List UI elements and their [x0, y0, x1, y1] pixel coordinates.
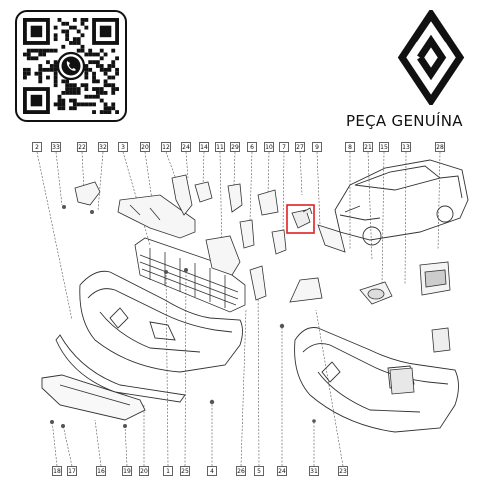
callout-top-21: 21 [363, 142, 373, 152]
callout-label: 14 [200, 144, 208, 151]
upper-bracket [117, 194, 196, 239]
callout-label: 16 [97, 468, 105, 475]
callout-top-27: 27 [295, 142, 305, 152]
callout-label: 31 [310, 468, 318, 475]
callout-bottom-5: 5 [254, 466, 264, 476]
callout-bottom-31: 31 [309, 466, 319, 476]
callout-label: 32 [99, 144, 107, 151]
callout-top-7: 7 [279, 142, 289, 152]
genuine-part-label: PEÇA GENUÍNA [346, 112, 463, 130]
callouts-bottom: 18 17 16 19 20 1 25 4 26 5 24 31 23 [52, 466, 348, 476]
callout-label: 1 [166, 468, 170, 475]
callout-label: 33 [52, 144, 60, 151]
undertray [41, 374, 146, 421]
callout-label: 6 [250, 144, 254, 151]
callout-label: 22 [78, 144, 86, 151]
callout-label: 23 [339, 468, 347, 475]
callout-bottom-20: 20 [139, 466, 149, 476]
front-grille [134, 237, 246, 313]
callout-label: 26 [237, 468, 245, 475]
callout-label: 21 [364, 144, 372, 151]
small-brackets [74, 174, 346, 303]
callout-label: 28 [436, 144, 444, 151]
callout-bottom-17: 17 [67, 466, 77, 476]
callout-bottom-16: 16 [96, 466, 106, 476]
callout-label: 29 [231, 144, 239, 151]
callout-bottom-1: 1 [163, 466, 173, 476]
callout-top-29: 29 [230, 142, 240, 152]
callouts-top: 2 33 22 32 3 20 12 24 14 29 11 6 10 7 27 9 8 21 15 13 28 [32, 142, 445, 152]
callout-bottom-19: 19 [122, 466, 132, 476]
callout-top-2: 2 [32, 142, 42, 152]
callout-top-15: 15 [379, 142, 389, 152]
callout-top-22: 22 [77, 142, 87, 152]
callout-label: 20 [140, 468, 148, 475]
callout-top-9: 9 [312, 142, 322, 152]
callout-label: 27 [296, 144, 304, 151]
renault-diamond-logo [397, 10, 465, 105]
callout-label: 3 [121, 144, 125, 151]
callout-bottom-24: 24 [277, 466, 287, 476]
callout-label: 19 [123, 468, 131, 475]
callout-top-8: 8 [345, 142, 355, 152]
callout-label: 20 [141, 144, 149, 151]
callout-top-6: 6 [247, 142, 257, 152]
callout-label: 10 [265, 144, 273, 151]
callout-label: 17 [68, 468, 76, 475]
callout-bottom-26: 26 [236, 466, 246, 476]
fog-lamp-assembly [359, 261, 451, 305]
callout-label: 9 [315, 144, 319, 151]
callout-label: 24 [278, 468, 286, 475]
callout-label: 2 [35, 144, 39, 151]
callout-bottom-18: 18 [52, 466, 62, 476]
callout-top-14: 14 [199, 142, 209, 152]
lower-trim-strip [55, 334, 186, 403]
front-bumper-alt [294, 327, 459, 433]
callout-top-10: 10 [264, 142, 274, 152]
callout-label: 5 [257, 468, 261, 475]
callout-label: 18 [53, 468, 61, 475]
callout-label: 7 [282, 144, 286, 151]
callout-label: 11 [216, 144, 224, 151]
callout-top-3: 3 [118, 142, 128, 152]
car-silhouette [334, 159, 469, 246]
callout-bottom-25: 25 [180, 466, 190, 476]
callout-label: 12 [162, 144, 170, 151]
callout-label: 15 [380, 144, 388, 151]
callout-bottom-23: 23 [338, 466, 348, 476]
callout-label: 25 [181, 468, 189, 475]
clips [50, 205, 316, 428]
callout-top-33: 33 [51, 142, 61, 152]
callout-label: 8 [348, 144, 352, 151]
callout-top-20: 20 [140, 142, 150, 152]
leader-lines [36, 151, 441, 467]
front-bumper-main [79, 270, 243, 373]
callout-top-11: 11 [215, 142, 225, 152]
callout-top-28: 28 [435, 142, 445, 152]
callout-label: 4 [210, 468, 214, 475]
accessory-bracket [389, 327, 451, 395]
callout-label: 24 [182, 144, 190, 151]
highlighted-part [291, 207, 313, 229]
whatsapp-phone-icon [56, 51, 86, 81]
callout-top-13: 13 [401, 142, 411, 152]
callout-top-12: 12 [161, 142, 171, 152]
callout-bottom-4: 4 [207, 466, 217, 476]
callout-label: 13 [402, 144, 410, 151]
whatsapp-qr-code[interactable] [15, 10, 127, 122]
qr-code-icon [23, 18, 119, 114]
callout-top-24: 24 [181, 142, 191, 152]
highlighted-part-box[interactable] [286, 204, 315, 234]
callout-top-32: 32 [98, 142, 108, 152]
